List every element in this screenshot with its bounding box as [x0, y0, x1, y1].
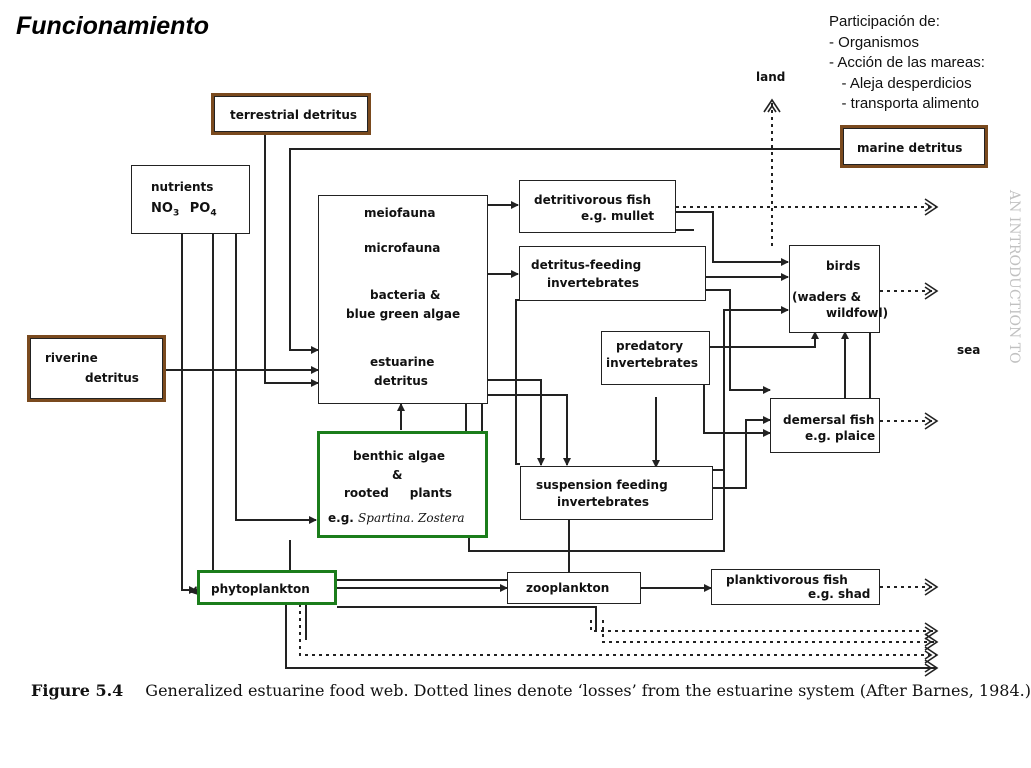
node-detritus-feeding-invertebrates: detritus-feeding invertebrates	[519, 246, 706, 301]
page-edge-watermark: AN INTRODUCTION TO	[1006, 190, 1022, 364]
node-blue-green-algae: blue green algae	[346, 307, 461, 321]
node-birds: birds (waders & wildfowl)	[789, 245, 888, 333]
node-predatory-invertebrates: predatory invertebrates	[601, 331, 710, 385]
node-estuarine-box: meiofauna microfauna bacteria & blue gre…	[318, 195, 488, 404]
figure-caption-label: Figure 5.4	[31, 681, 124, 700]
node-nutrients: nutrients NO3 PO4	[131, 165, 250, 234]
node-detritivorous-fish: detritivorous fish e.g. mullet	[519, 180, 676, 233]
node-microfauna: microfauna	[364, 241, 441, 255]
node-terrestrial-detritus: terrestrial detritus	[211, 93, 371, 135]
node-demersal-fish: demersal fish e.g. plaice	[770, 398, 880, 453]
node-riverine-detritus: riverine detritus	[27, 335, 166, 402]
figure-caption-text: Generalized estuarine food web. Dotted l…	[145, 681, 1031, 700]
node-meiofauna: meiofauna	[364, 206, 436, 220]
node-benthic-algae: benthic algae & rooted plants e.g. Spart…	[317, 431, 488, 538]
node-estuarine-detritus: estuarine	[370, 355, 435, 369]
node-zooplankton: zooplankton	[507, 572, 641, 604]
benthic-species: Spartina. Zostera	[358, 511, 465, 525]
note-line: - Acción de las mareas:	[829, 54, 985, 71]
node-bacteria: bacteria &	[370, 288, 441, 302]
figure-caption: Figure 5.4 Generalized estuarine food web…	[31, 681, 1031, 700]
node-planktivorous-fish: planktivorous fish e.g. shad	[711, 569, 880, 605]
sea-label: sea	[957, 343, 981, 357]
note-line: Participación de:	[829, 13, 940, 30]
page-title: Funcionamiento	[16, 12, 210, 40]
notes-panel: Participación de: - Organismos - Acción …	[829, 12, 985, 115]
node-marine-detritus: marine detritus	[840, 125, 988, 168]
note-line: - Aleja desperdicios	[829, 74, 972, 92]
note-line: - transporta alimento	[829, 95, 980, 112]
land-label: land	[756, 70, 786, 84]
note-line: - Organismos	[829, 33, 920, 51]
node-suspension-feeding-invertebrates: suspension feeding invertebrates	[520, 466, 713, 520]
node-phytoplankton: phytoplankton	[197, 570, 337, 605]
